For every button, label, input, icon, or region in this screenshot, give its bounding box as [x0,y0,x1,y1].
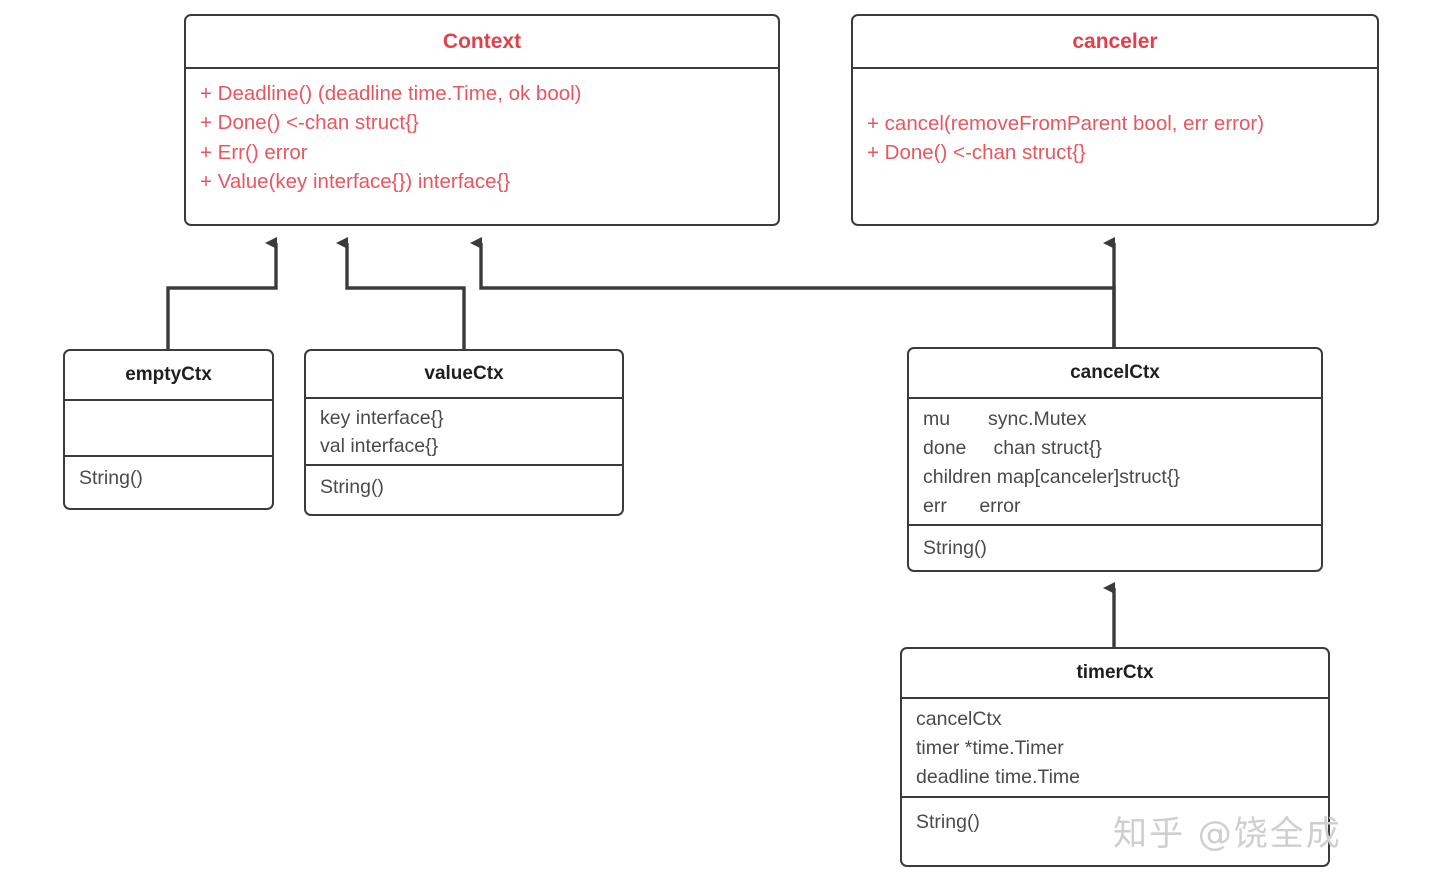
method-row: String() [916,810,980,833]
compartment-divider [306,397,622,399]
watermark-text: 知乎 @饶全成 [1113,814,1342,854]
compartment-divider [909,524,1321,527]
compartment-divider [65,399,272,401]
compartment-divider [909,397,1321,399]
fields-compartment-cancelctx: mu sync.Mutex done chan struct{} childre… [909,399,1321,524]
fields-compartment-valuectx: key interface{} val interface{} [306,399,622,464]
class-box-canceler[interactable]: canceler + cancel(removeFromParent bool,… [851,14,1379,226]
field-row: done chan struct{} [923,436,1102,459]
field-row: key interface{} [320,407,444,429]
class-title-timerctx: timerCtx [1076,662,1154,683]
class-title-emptyctx: emptyCtx [125,364,212,385]
method-row: String() [320,476,384,499]
fields-compartment-emptyctx [65,401,272,455]
class-box-timerctx[interactable]: timerCtx cancelCtx timer *time.Timer dea… [900,647,1330,867]
method-row: + cancel(removeFromParent bool, err erro… [867,112,1265,135]
methods-compartment-cancelctx: String() [909,526,1321,567]
class-title-cancelctx: cancelCtx [1070,362,1160,383]
field-row: mu sync.Mutex [923,408,1087,430]
class-box-cancelctx[interactable]: cancelCtx mu sync.Mutex done chan struct… [907,347,1323,572]
methods-compartment-valuectx: String() [306,466,622,506]
method-row: + Done() <-chan struct{} [867,141,1086,165]
methods-compartment-canceler: + cancel(removeFromParent bool, err erro… [853,69,1377,172]
connector-valuectx-context [336,237,466,349]
class-title-context: Context [442,29,522,53]
method-row: + Done() <-chan struct{} [200,111,419,135]
method-row: String() [79,467,143,489]
methods-compartment-timerctx: String() [902,798,1328,841]
field-row: children map[canceler]struct{} [923,465,1180,488]
class-title-valuectx: valueCtx [424,363,504,384]
field-row: deadline time.Time [916,765,1081,788]
class-box-context[interactable]: Context + Deadline() (deadline time.Time… [184,14,780,226]
field-row: err error [923,494,1021,517]
field-row: timer *time.Timer [916,736,1064,759]
field-row: cancelCtx [916,708,1002,730]
compartment-divider [902,697,1328,699]
method-row: + Err() error [200,140,308,164]
compartment-divider [65,455,272,457]
connector-cancelctx-context [470,237,1116,347]
class-box-valuectx[interactable]: valueCtx key interface{} val interface{}… [304,349,624,516]
compartment-divider [186,67,778,69]
compartment-divider [853,67,1377,69]
compartment-divider [306,464,622,467]
methods-compartment-context: + Deadline() (deadline time.Time, ok boo… [186,69,778,200]
class-box-emptyctx[interactable]: emptyCtx String() [63,349,274,510]
compartment-divider [902,795,1328,798]
field-row: val interface{} [320,434,439,457]
method-row: + Value(key interface{}) interface{} [200,169,511,193]
connector-emptyctx-context [166,237,278,349]
class-title-canceler: canceler [1072,29,1158,53]
method-row: String() [923,537,987,560]
methods-compartment-emptyctx: String() [65,457,272,496]
method-row: + Deadline() (deadline time.Time, ok boo… [200,82,582,105]
fields-compartment-timerctx: cancelCtx timer *time.Timer deadline tim… [902,699,1328,796]
